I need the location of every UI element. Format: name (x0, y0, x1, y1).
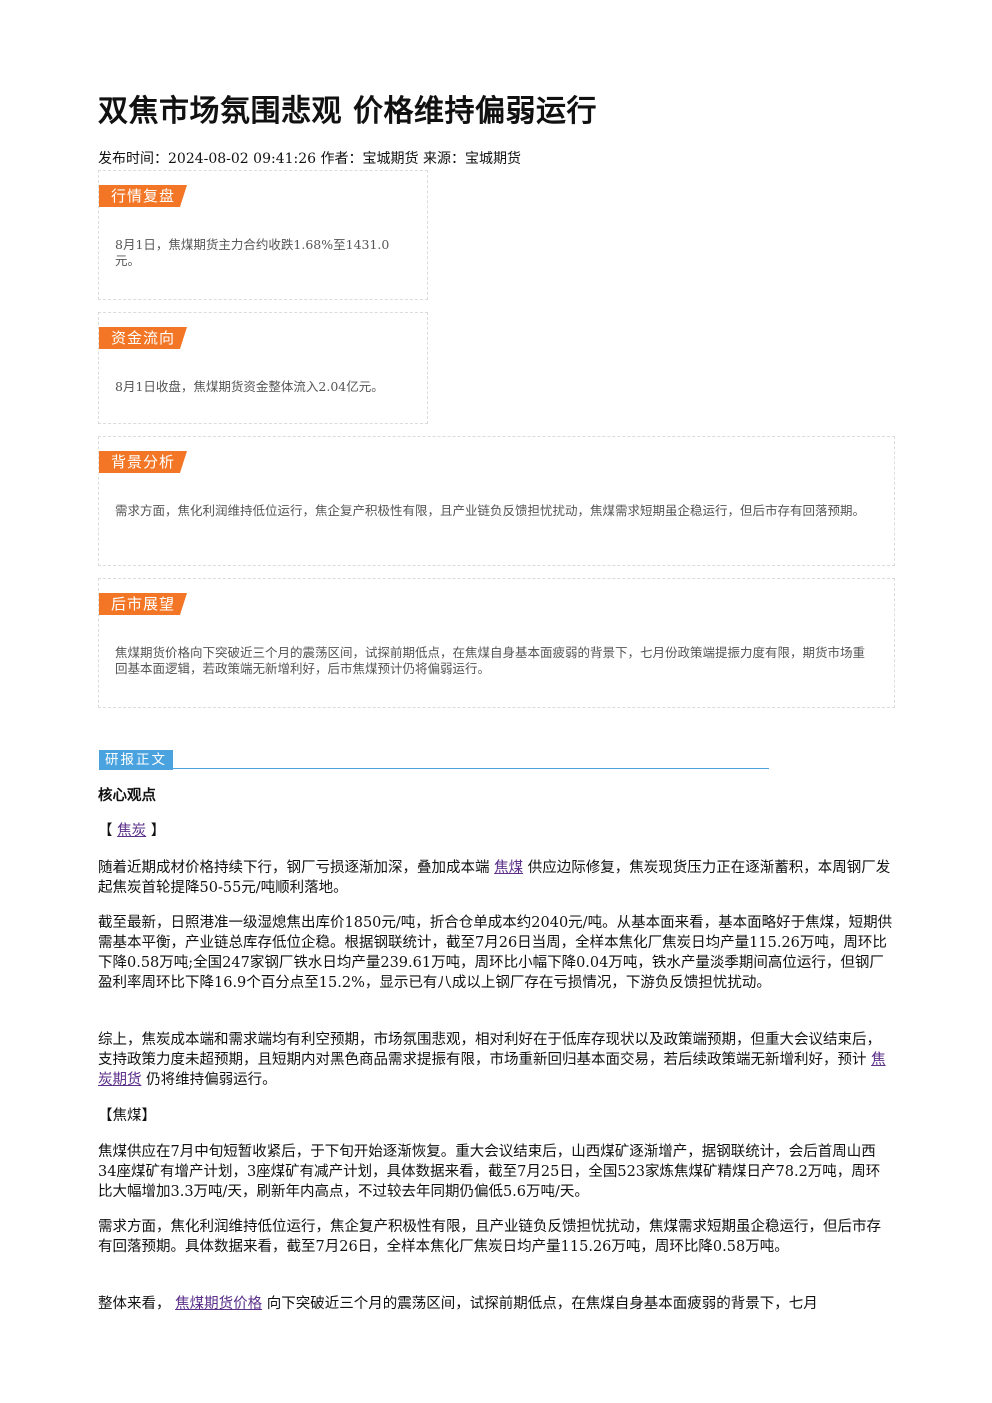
coking-coal-futures-price-link[interactable]: 焦煤期货价格 (175, 1296, 263, 1312)
fund-flow-tag: 资金流向 (99, 327, 187, 349)
fund-flow-box: 资金流向 8月1日收盘，焦煤期货资金整体流入2.04亿元。 (98, 312, 428, 424)
paragraph-6: 整体来看， 焦煤期货价格 向下突破近三个月的震荡区间，试探前期低点，在焦煤自身基… (98, 1294, 893, 1314)
paragraph-3: 综上，焦炭成本端和需求端均有利空预期，市场氛围悲观，相对利好在于低库存现状以及政… (98, 1030, 893, 1090)
coal-heading: 【焦煤】 (98, 1108, 156, 1124)
coke-heading-open: 【 (98, 823, 113, 839)
market-review-box: 行情复盘 8月1日，焦煤期货主力合约收跌1.68%至1431.0元。 (98, 170, 428, 300)
market-review-tag: 行情复盘 (99, 185, 187, 207)
outlook-box: 后市展望 焦煤期货价格向下突破近三个月的震荡区间，试探前期低点，在焦煤自身基本面… (98, 578, 895, 708)
coke-heading-close: 】 (150, 823, 166, 839)
market-review-text: 8月1日，焦煤期货主力合约收跌1.68%至1431.0元。 (115, 237, 390, 268)
paragraph-6-text-b: 向下突破近三个月的震荡区间，试探前期低点，在焦煤自身基本面疲弱的背景下，七月 (266, 1296, 818, 1312)
article-meta: 发布时间：2024-08-02 09:41:26 作者：宝城期货 来源：宝城期货 (98, 151, 521, 167)
core-view-heading: 核心观点 (98, 787, 156, 804)
paragraph-1-text-b: 供应边际修复，焦炭现货压力正在逐渐蓄积，本周钢厂发起焦炭首轮提降50-55元/吨… (98, 860, 891, 896)
coke-link[interactable]: 焦炭 (117, 823, 147, 839)
coking-coal-link[interactable]: 焦煤 (494, 860, 524, 876)
outlook-tag: 后市展望 (99, 593, 187, 615)
outlook-text: 焦煤期货价格向下突破近三个月的震荡区间，试探前期低点，在焦煤自身基本面疲弱的背景… (115, 645, 866, 676)
page-title: 双焦市场氛围悲观 价格维持偏弱运行 (98, 94, 597, 129)
paragraph-1-text-a: 随着近期成材价格持续下行，钢厂亏损逐渐加深，叠加成本端 (98, 860, 490, 876)
paragraph-6-text-a: 整体来看， (98, 1296, 171, 1312)
paragraph-5: 需求方面，焦化利润维持低位运行，焦企复产积极性有限，且产业链负反馈担忧扰动，焦煤… (98, 1219, 881, 1255)
background-tag: 背景分析 (99, 451, 187, 473)
coke-heading: 【 焦炭 】 (98, 821, 893, 841)
fund-flow-text: 8月1日收盘，焦煤期货资金整体流入2.04亿元。 (115, 379, 384, 394)
report-divider (99, 768, 769, 769)
background-box: 背景分析 需求方面，焦化利润维持低位运行，焦企复产积极性有限，且产业链负反馈担忧… (98, 436, 895, 566)
paragraph-1: 随着近期成材价格持续下行，钢厂亏损逐渐加深，叠加成本端 焦煤 供应边际修复，焦炭… (98, 858, 893, 898)
background-text: 需求方面，焦化利润维持低位运行，焦企复产积极性有限，且产业链负反馈担忧扰动，焦煤… (115, 503, 866, 518)
paragraph-4: 焦煤供应在7月中旬短暂收紧后，于下旬开始逐渐恢复。重大会议结束后，山西煤矿逐渐增… (98, 1144, 881, 1200)
report-section-tag: 研报正文 (99, 750, 173, 770)
coke-futures-link[interactable]: 焦炭期货 (98, 1052, 886, 1088)
paragraph-3-text-a: 综上，焦炭成本端和需求端均有利空预期，市场氛围悲观，相对利好在于低库存现状以及政… (98, 1032, 881, 1068)
paragraph-2: 截至最新，日照港准一级湿熄焦出库价1850元/吨，折合仓单成本约2040元/吨。… (98, 915, 893, 991)
paragraph-3-text-b: 仍将维持偏弱运行。 (146, 1072, 277, 1088)
